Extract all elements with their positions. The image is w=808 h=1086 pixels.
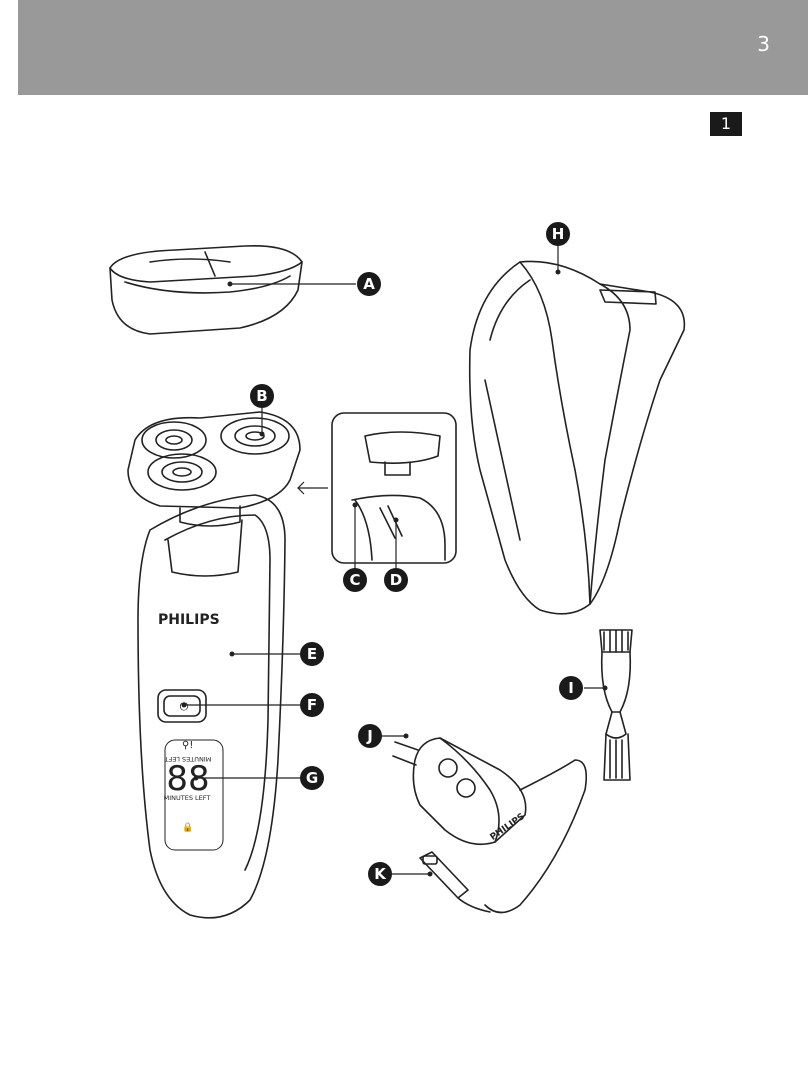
protection-cap-drawing [109,245,303,335]
inset-box-drawing [331,412,457,564]
svg-text:G: G [306,769,318,787]
callout-i: I [559,676,583,700]
lock-icon: 🔒 [182,822,193,833]
svg-text:B: B [256,387,267,405]
svg-text:D: D [390,571,402,589]
figure-number-badge: 1 [710,112,742,136]
display-label-inverted: MINUTES LEFT [165,755,212,763]
adapter-brand-text: PHILIPS [489,812,527,843]
svg-text:C: C [349,571,360,589]
svg-text:A: A [363,275,375,293]
callout-d: D [384,568,408,592]
adapter-drawing [392,737,588,914]
callout-e: E [300,642,324,666]
callout-g: G [300,766,324,790]
faucet-icon: ⚲! [182,740,193,751]
svg-text:K: K [374,865,387,883]
shaver-brand-text: PHILIPS [158,612,220,628]
svg-text:F: F [307,696,317,714]
shaver-drawing [127,411,301,919]
callout-h: H [546,222,570,246]
travel-pouch-drawing [468,260,686,615]
display-label: MINUTES LEFT [164,794,211,802]
callout-b: B [250,384,274,408]
display-digits: 88 [166,759,209,799]
callout-j: J [358,724,382,748]
callout-k: K [368,862,392,886]
svg-text:J: J [366,727,373,745]
callout-a: A [357,272,381,296]
svg-text:E: E [307,645,317,663]
svg-text:I: I [568,679,574,697]
header-bar: 3 [18,0,808,95]
page-number: 3 [757,32,770,56]
svg-text:H: H [552,225,565,243]
callout-c: C [343,568,367,592]
callout-f: F [300,693,324,717]
appliance-plug-drawing [419,851,491,913]
cleaning-brush-drawing [599,629,633,781]
